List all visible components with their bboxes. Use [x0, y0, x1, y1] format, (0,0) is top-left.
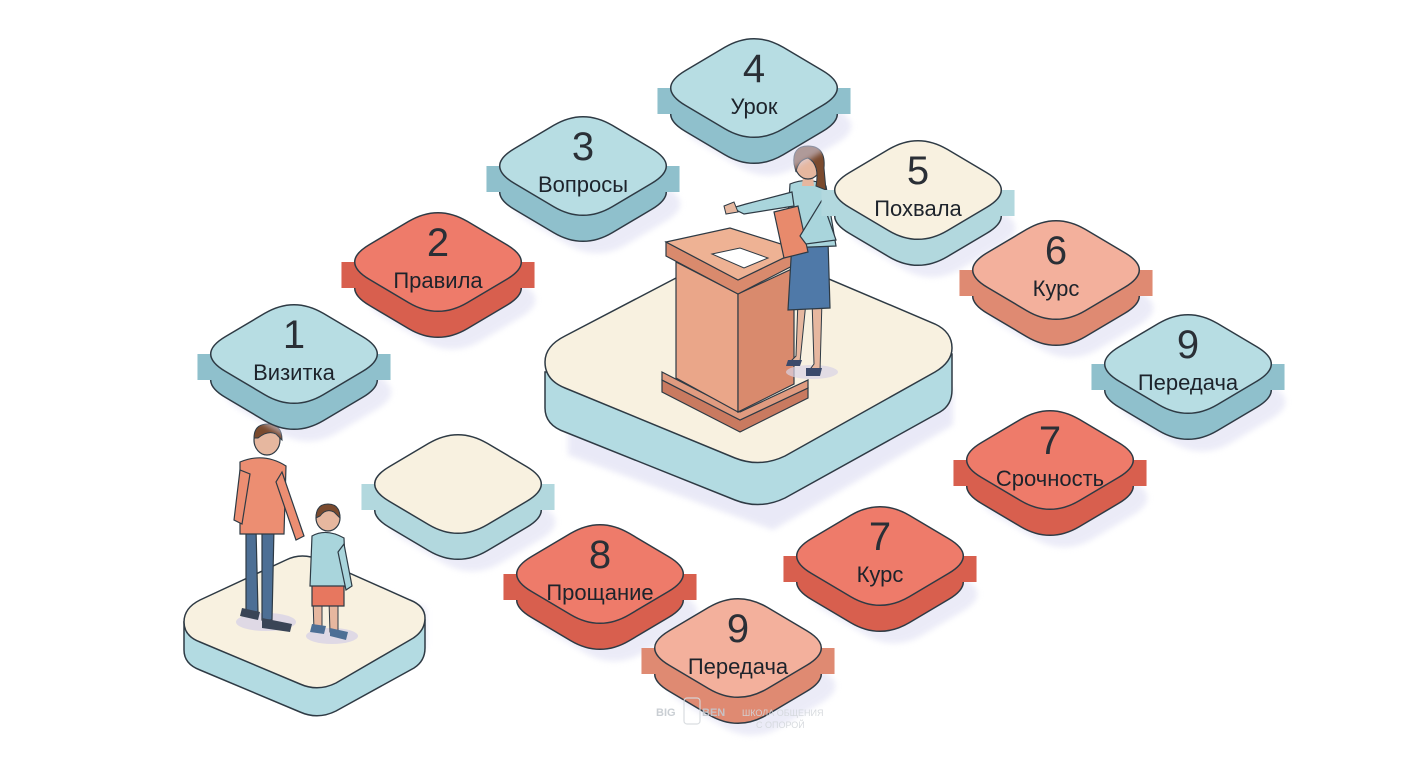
watermark-brand-left: BIG	[656, 707, 676, 719]
step-tiles: 1Визитка2Правила3Вопросы4Урок5Похвала6Ку…	[197, 38, 1286, 736]
tile-top	[515, 524, 685, 624]
step-label: Передача	[688, 654, 789, 679]
step-label: Урок	[730, 94, 777, 119]
tile-top	[1103, 314, 1273, 414]
teacher-illustration	[723, 145, 838, 379]
step-number: 8	[589, 533, 611, 577]
tile-top	[498, 116, 668, 216]
tile-top	[971, 220, 1141, 320]
watermark-sub-1: ШКОЛА ОБЩЕНИЯ	[742, 708, 824, 718]
step-label: Прощание	[546, 580, 653, 605]
step-number: 7	[1039, 419, 1061, 463]
watermark-logo-icon	[683, 697, 701, 725]
step-label: Срочность	[996, 466, 1104, 491]
watermark-brand-right: BEN	[702, 707, 725, 719]
tile-top	[653, 598, 823, 698]
step-number: 1	[283, 313, 305, 357]
tile-top	[669, 38, 839, 138]
step-number: 9	[727, 607, 749, 651]
step-label: Курс	[857, 562, 904, 587]
step-number: 7	[869, 515, 891, 559]
step-number: 4	[743, 47, 765, 91]
tile-top	[209, 304, 379, 404]
tile-top	[833, 140, 1003, 240]
step-tile	[361, 434, 556, 572]
watermark: BIG BEN ШКОЛА ОБЩЕНИЯ С ОПОРОЙ	[656, 697, 824, 730]
step-number: 6	[1045, 229, 1067, 273]
tile-top	[795, 506, 965, 606]
step-label: Передача	[1138, 370, 1239, 395]
step-label: Похвала	[874, 196, 962, 221]
lectern-illustration	[661, 227, 809, 433]
step-number: 5	[907, 149, 929, 193]
tile-top	[373, 434, 543, 534]
step-number: 9	[1177, 323, 1199, 367]
step-label: Визитка	[253, 360, 336, 385]
tile-top	[353, 212, 523, 312]
parent-child-illustration	[183, 423, 426, 717]
step-number: 2	[427, 221, 449, 265]
step-number: 3	[572, 125, 594, 169]
watermark-sub-2: С ОПОРОЙ	[756, 719, 805, 730]
step-label: Вопросы	[538, 172, 628, 197]
tile-top	[965, 410, 1135, 510]
step-label: Курс	[1033, 276, 1080, 301]
step-label: Правила	[393, 268, 483, 293]
